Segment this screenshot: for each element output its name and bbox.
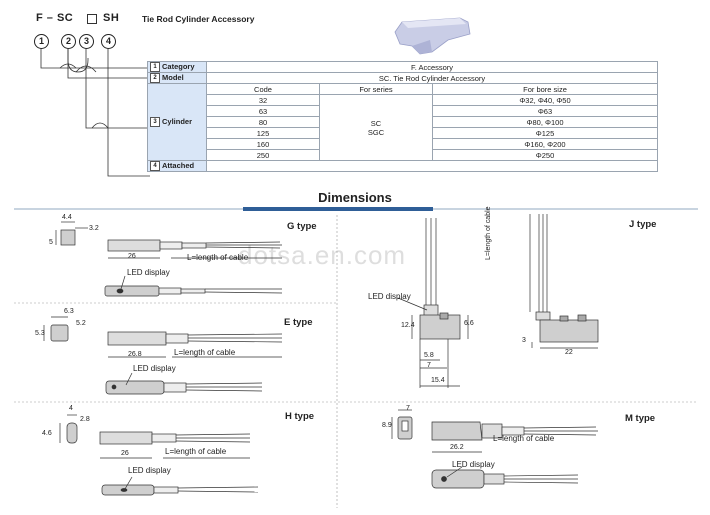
j-dim-22: 22 [565,349,573,356]
dimensions-accent [243,207,433,211]
h-led-label: LED display [128,466,171,475]
h-cable-label: L=length of cable [165,447,227,456]
e-led-label: LED display [133,364,176,373]
j-dim-5-8: 5.8 [424,352,434,359]
j-led-label: LED display [368,292,411,301]
order-code-suffix: SH [103,12,120,24]
h-dim-height: 4.6 [42,430,52,437]
g-cable-label: L=length of cable [187,253,249,262]
m-type-label: M type [625,413,656,424]
g-dim-height: 5 [49,239,53,246]
e-cable-label: L=length of cable [174,348,236,357]
e-dim-length: 26.8 [128,351,142,358]
accessory-title: Tie Rod Cylinder Accessory [142,14,255,24]
m-dim-height: 8.9 [382,422,392,429]
h-dim-length: 26 [121,450,129,457]
m-dim-width: 7 [406,405,410,412]
g-dim-length: 26 [128,253,136,260]
attached-value [206,160,658,173]
m-led-label: LED display [452,460,495,469]
marker-1: 1 [34,34,49,49]
j-dim-6-6: 6.6 [464,320,474,327]
g-dim-width2: 3.2 [89,225,99,232]
j-dim-15-4: 15.4 [431,377,445,384]
e-dim-width2: 5.2 [76,320,86,327]
h-type-label: H type [285,411,315,422]
e-dim-width: 6.3 [64,308,74,315]
j-cable-label: L=length of cable [485,206,492,260]
h-dim-width: 4 [69,405,73,412]
g-led-label: LED display [127,268,170,277]
order-code-box [87,14,97,24]
model-value: SC. Tie Rod Cylinder Accessory [206,72,658,85]
j-type-label: J type [629,219,657,230]
g-type-label: G type [287,221,317,232]
marker-3: 3 [79,34,94,49]
m-dim-length: 26.2 [450,444,464,451]
dimensions-title: Dimensions [318,190,392,205]
j-dim-7: 7 [427,362,431,369]
j-dim-3: 3 [522,337,526,344]
e-dim-height: 5.3 [35,330,45,337]
m-cable-label: L=length of cable [493,434,555,443]
e-type-label: E type [284,317,313,328]
order-code-prefix: F – SC [36,12,74,24]
j-dim-12-4: 12.4 [401,322,415,329]
g-dim-width: 4.4 [62,214,72,221]
h-dim-width2: 2.8 [80,416,90,423]
